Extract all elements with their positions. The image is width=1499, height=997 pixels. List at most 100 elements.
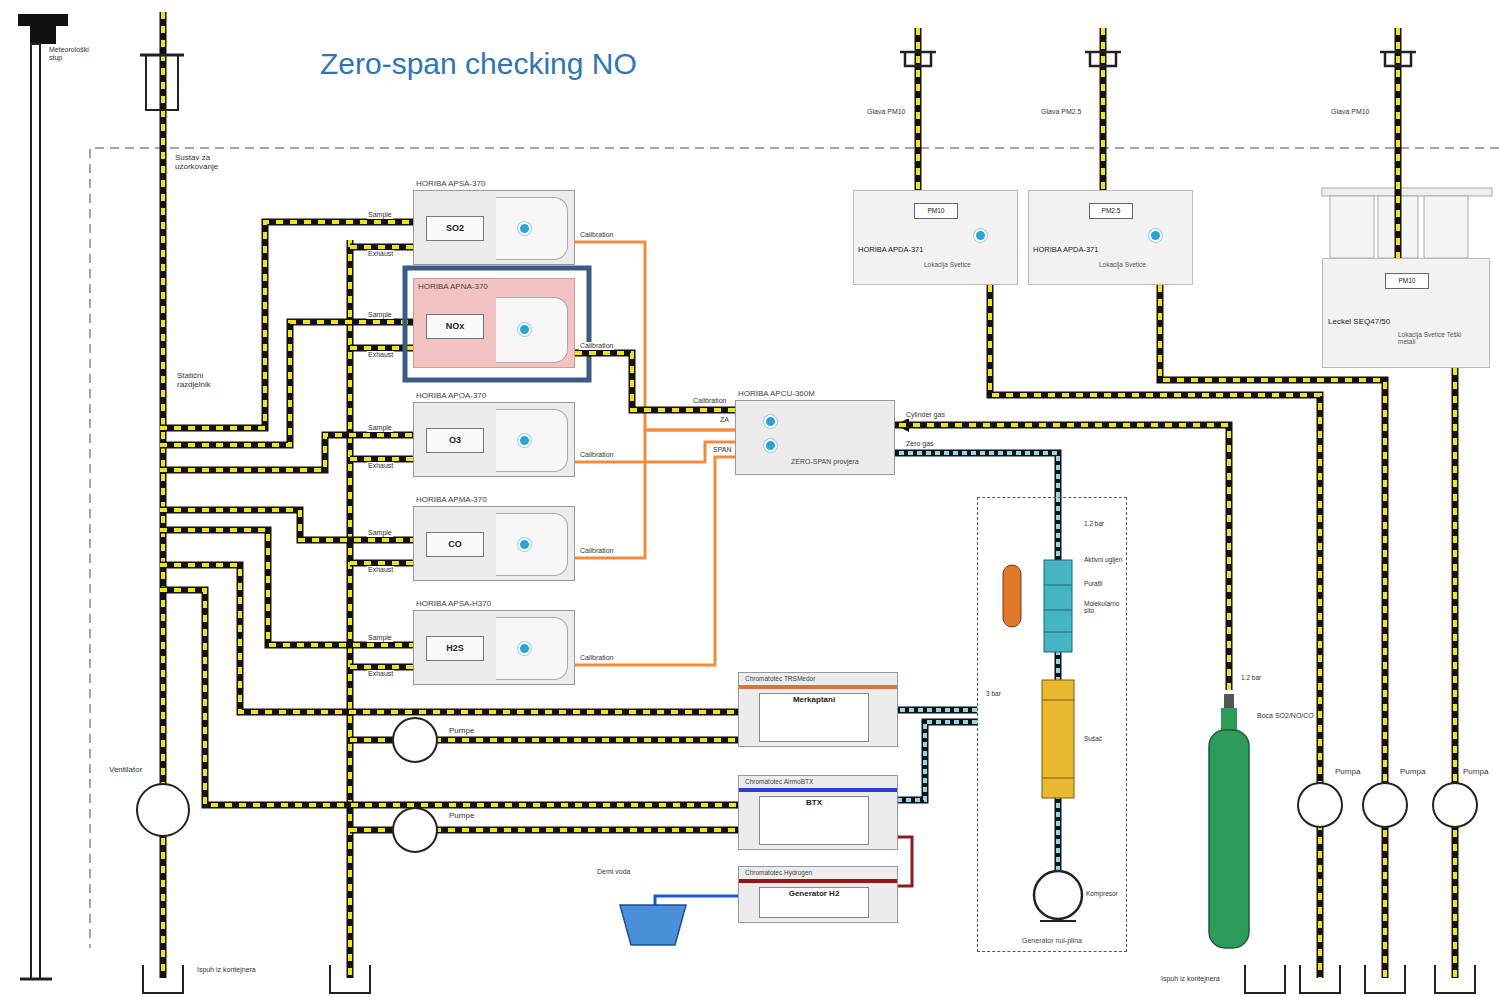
label: Calibration: [579, 342, 614, 350]
sampling-pipe: [1453, 368, 1457, 978]
highlight-frame: [405, 268, 589, 380]
particulate-monitor-box: PM10HORIBA APDA-371Lokacija Svetice: [853, 190, 1018, 285]
sampling-pipe: [1160, 285, 1385, 978]
connector-line: [898, 722, 977, 800]
label: Sušač: [1083, 735, 1103, 742]
label: 1.2 bar: [1240, 674, 1262, 681]
inlet-head: [140, 54, 184, 57]
label: Calibration: [579, 231, 614, 239]
label: Sample: [367, 634, 393, 642]
device-heading: Generator nul-plina: [982, 937, 1122, 945]
inlet-head: [140, 55, 184, 110]
sampling-pipe: [160, 435, 413, 470]
filter-cartridge: [1003, 560, 1074, 798]
device-text: Generator H2: [759, 889, 869, 898]
pump-symbol: [1433, 783, 1477, 827]
pm-sampling-head: [900, 52, 1416, 66]
label: Kompresor: [1085, 890, 1119, 897]
label: Calibration: [692, 397, 727, 405]
color-stripe: [739, 685, 897, 689]
cylinder-valve: [1224, 694, 1234, 710]
connector-line: [898, 722, 977, 800]
mast: [30, 26, 56, 44]
connector-line: [898, 707, 977, 714]
label: ZA: [719, 416, 730, 424]
device-text: HORIBA APDA-371: [858, 246, 923, 255]
label: Pumpa: [1399, 768, 1426, 777]
label: Glava PM10: [1330, 108, 1371, 116]
sampler-box: PM10Leckel SEQ47/50Lokacija Svetice Tešk…: [1322, 258, 1490, 368]
highlight-frame: [405, 268, 589, 380]
leckel-filter-holders: [1424, 196, 1468, 258]
label: Aktivni ugljen: [1083, 556, 1123, 563]
label: Statični razdjelnik: [176, 372, 236, 390]
device-text: Lokacija Svetice: [1099, 261, 1146, 268]
leckel-filter-holders: [1322, 188, 1492, 258]
chromatograph-box: Chromatotec HydrogenGenerator H2: [738, 866, 898, 923]
analyzer-panel: [496, 409, 568, 472]
exhaust-outlet: [143, 965, 1475, 993]
sampling-pipe: [1160, 285, 1385, 978]
device-heading: Boca SO2/NO/CO: [1257, 712, 1315, 720]
status-indicator: [518, 323, 531, 336]
enclosure-border: [90, 148, 1499, 948]
label: Purafil: [1083, 580, 1103, 587]
water-basin: [620, 905, 686, 945]
zero-air-generator-group: Generator nul-plina: [977, 497, 1127, 952]
color-stripe: [739, 879, 897, 883]
color-stripe: [739, 788, 897, 792]
label: Cylinder gas: [905, 411, 946, 419]
connector: [575, 242, 735, 430]
device-text: ZERO-SPAN provjera: [791, 458, 859, 466]
status-indicator: [764, 439, 777, 452]
device-heading: Chromatotec TRSMedor: [745, 675, 815, 682]
label: Pumpa: [1462, 768, 1489, 777]
device-heading: HORIBA APSA-H370: [416, 599, 491, 608]
connector: [898, 722, 977, 800]
device-heading: PM10: [914, 203, 958, 219]
sampling-pipe: [160, 322, 413, 445]
label: Ispuh iz kontejnera: [1160, 975, 1221, 983]
label: Pumpe: [448, 812, 475, 821]
device-text: Leckel SEQ47/50: [1328, 317, 1390, 326]
device-text: NOx: [426, 314, 484, 339]
status-indicator: [518, 538, 531, 551]
sampling-pipe: [990, 285, 1320, 978]
connector-line: [898, 837, 912, 886]
device-text: HORIBA APDA-371: [1033, 246, 1098, 255]
connector: [575, 353, 735, 410]
label: Molekularno sito: [1083, 600, 1125, 614]
device-heading: HORIBA APMA-370: [416, 495, 487, 504]
device-text: H2S: [426, 636, 484, 661]
connector-line: [575, 457, 735, 665]
connector-line: [575, 442, 735, 462]
mast: [18, 14, 68, 26]
status-indicator: [518, 642, 531, 655]
filter-cartridge: [1042, 680, 1074, 798]
pump-symbol: [393, 808, 437, 852]
connector-line: [895, 453, 1058, 497]
label: Exhaust: [367, 566, 394, 574]
label: Ventilator: [108, 766, 143, 775]
particulate-monitor-box: PM2.5HORIBA APDA-371Lokacija Svetice: [1028, 190, 1193, 285]
leckel-filter-holders: [1322, 188, 1492, 196]
pm-sampling-head: [900, 52, 1416, 66]
label: Demi voda: [596, 868, 631, 876]
sampling-pipe: [160, 12, 1455, 978]
label: Meteorološki stup: [48, 46, 95, 61]
sampling-pipe: [160, 510, 413, 540]
connector: [898, 710, 977, 711]
label: Pumpe: [448, 727, 475, 736]
analyzer-panel: [496, 617, 568, 680]
diagram-title: Zero-span checking NO: [320, 47, 637, 81]
status-indicator: [974, 229, 987, 242]
enclosure-border: [90, 148, 1499, 948]
device-heading: HORIBA APSA-370: [416, 179, 485, 188]
exhaust-outlet: [143, 965, 1475, 993]
status-indicator: [1149, 229, 1162, 242]
mast: [18, 14, 68, 979]
connector-line: [575, 353, 735, 410]
label: Sustav za uzorkovanje: [174, 154, 238, 172]
label: Exhaust: [367, 250, 394, 258]
compressor-symbol: [1034, 871, 1082, 919]
